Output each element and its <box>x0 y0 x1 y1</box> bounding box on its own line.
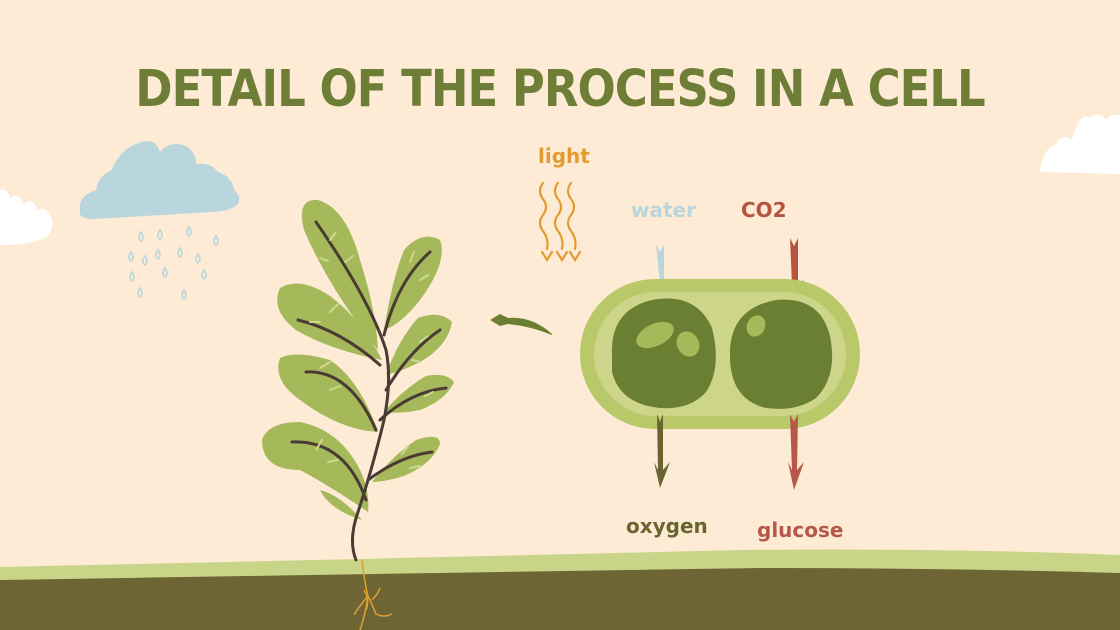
cell-chloroplast-icon <box>580 279 860 429</box>
white-cloud-left-icon <box>0 189 53 246</box>
label-oxygen: oxygen <box>626 514 708 538</box>
slide-title: DETAIL OF THE PROCESS IN A CELL <box>135 58 985 119</box>
ground <box>0 549 1120 630</box>
label-water: water <box>631 198 696 222</box>
flow-arrow-left-icon <box>490 314 552 335</box>
roots-icon <box>353 559 393 630</box>
label-glucose: glucose <box>757 518 844 542</box>
plant-icon <box>262 199 454 562</box>
oxygen-arrow-icon <box>654 414 670 488</box>
white-cloud-right-icon <box>1040 114 1120 174</box>
glucose-arrow-icon <box>788 414 804 490</box>
rain-cloud-icon <box>79 141 240 301</box>
light-rays-icon <box>538 181 582 263</box>
label-light: light <box>538 144 590 168</box>
label-co2: CO2 <box>741 198 787 222</box>
